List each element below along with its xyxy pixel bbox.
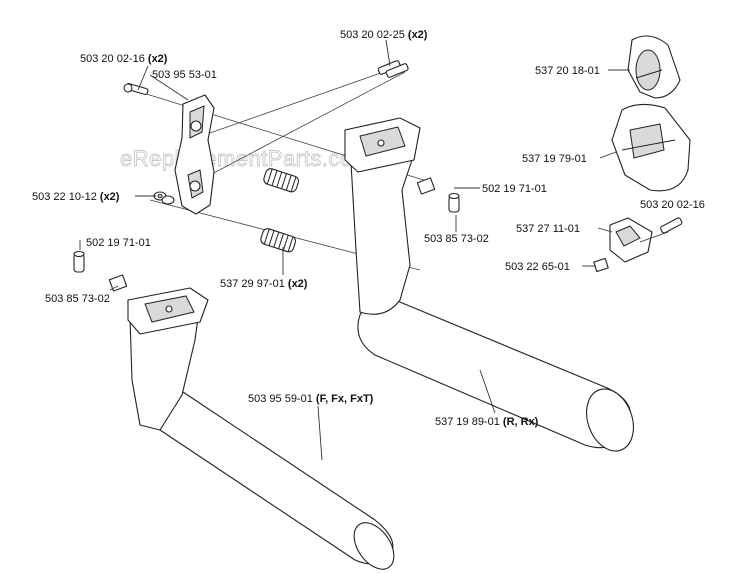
label-spacer-left: 502 19 71-01	[86, 237, 151, 249]
label-bolt-right: 503 20 02-16	[640, 199, 705, 211]
spacer-left-part	[73, 250, 128, 292]
label-spacer-right: 502 19 71-01	[482, 183, 547, 195]
bracket-part	[174, 94, 215, 215]
leader-lines	[79, 39, 630, 461]
label-clip-top: 537 20 18-01	[535, 65, 600, 77]
long-bolts	[377, 60, 409, 78]
label-pivot-left: 503 85 73-02	[45, 293, 110, 305]
label-handle-right: 537 19 89-01 (R, Rx)	[435, 416, 539, 428]
watermark: eReplacementParts.com	[120, 146, 371, 171]
label-pivot-right: 503 85 73-02	[424, 233, 489, 245]
spacer-right-part	[416, 177, 460, 213]
label-bolt-top-right: 503 20 02-25 (x2)	[340, 29, 428, 41]
clip-top-part	[627, 35, 681, 99]
labels: 503 20 02-16 (x2) 503 20 02-25 (x2) 503 …	[32, 29, 705, 428]
label-spring: 537 29 97-01 (x2)	[220, 278, 308, 290]
handle-left-part	[127, 287, 395, 570]
label-bracket: 503 95 53-01	[152, 69, 217, 81]
springs-part	[260, 168, 300, 253]
label-bracket-small: 537 27 11-01	[516, 223, 580, 235]
label-clip-mid: 537 19 79-01	[522, 153, 587, 165]
bracket-small-part	[593, 217, 683, 273]
label-washers: 503 22 10-12 (x2)	[32, 191, 120, 203]
clip-mid-part	[611, 103, 691, 192]
bolt-top-left	[123, 83, 149, 95]
label-handle-left: 503 95 59-01 (F, Fx, FxT)	[248, 393, 374, 405]
label-nut-right: 503 22 65-01	[505, 261, 570, 273]
label-bolt-top-left: 503 20 02-16 (x2)	[80, 53, 168, 65]
handle-right-part	[344, 117, 634, 452]
